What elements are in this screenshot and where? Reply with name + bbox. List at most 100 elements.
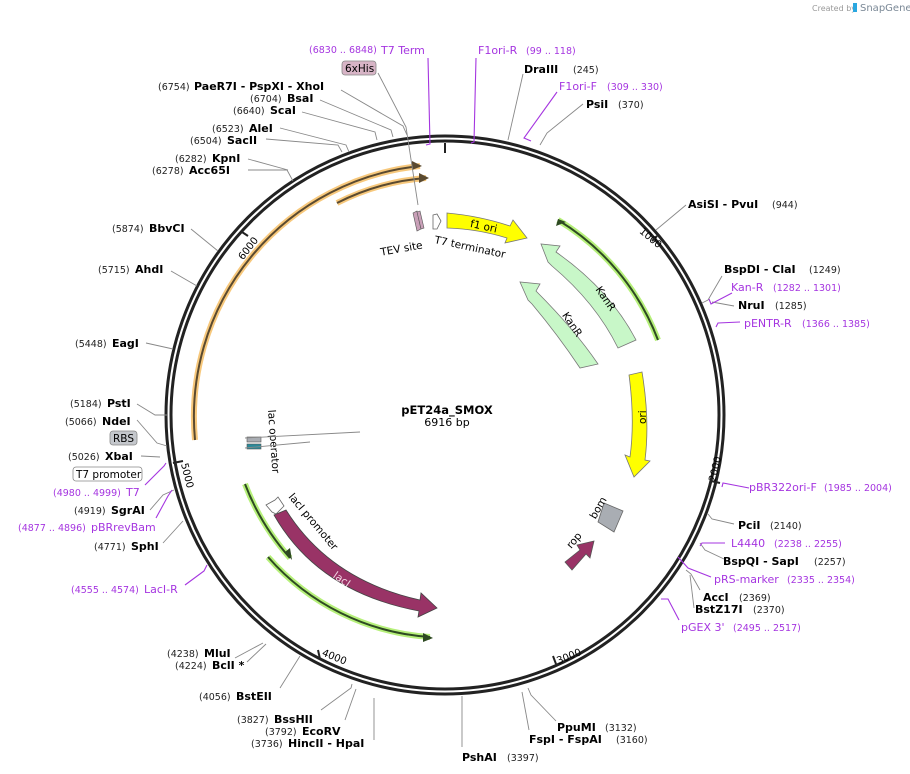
enzyme-ecorv[interactable]: EcoRV — [302, 725, 341, 738]
enzyme-pvui[interactable]: AsiSI - PvuI — [688, 198, 758, 211]
feature-laci: lacI — [273, 509, 438, 618]
enzyme-ndei[interactable]: NdeI — [102, 415, 131, 428]
labels-upper-left: (6754) PaeR7I - PspXI - XhoI (6704) BsaI… — [75, 80, 324, 350]
primer-range-kan-r: (1282 .. 1301) — [773, 283, 841, 294]
enzyme-pos-sacii: (6504) — [190, 136, 222, 147]
tick-2000: 2000 — [708, 455, 725, 482]
primer-range-l4440: (2238 .. 2255) — [774, 539, 842, 550]
primer-label-t7[interactable]: T7 — [125, 486, 140, 499]
enzyme-bstz17i[interactable]: BstZ17I — [695, 603, 743, 616]
primer-range-t7: (4980 .. 4999) — [53, 488, 121, 499]
enzyme-nrui[interactable]: NruI — [738, 299, 765, 312]
credit-prefix: Created by — [812, 4, 856, 13]
enzyme-pos-pcii: (2140) — [770, 521, 802, 532]
enzyme-sapi[interactable]: BspQI - SapI — [723, 555, 799, 568]
enzyme-pos-pvui: (944) — [772, 200, 798, 211]
enzyme-pos-bsai: (6704) — [250, 94, 282, 105]
enzyme-sgrai[interactable]: SgrAI — [111, 504, 145, 517]
enzyme-bsai[interactable]: BsaI — [287, 92, 313, 105]
enzyme-acci[interactable]: AccI — [703, 591, 729, 604]
enzyme-pshai[interactable]: PshAI — [462, 751, 497, 764]
feature-lac-operator: lac operator — [246, 409, 281, 474]
enzyme-leaders — [136, 72, 735, 747]
primer-leaders — [144, 57, 750, 621]
plasmid-name: pET24a_SMOX — [401, 403, 493, 418]
primer-label-pbr322ori-f[interactable]: pBR322ori-F — [749, 481, 817, 494]
credit-brand: SnapGene — [860, 3, 910, 14]
enzyme-fspai[interactable]: FspI - FspAI — [529, 733, 602, 746]
labels-right: AsiSI - PvuI (944) BspDI - ClaI (1249) K… — [681, 198, 892, 634]
enzyme-pos-sphi: (4771) — [94, 542, 126, 553]
feature-bom: bom — [588, 495, 624, 533]
enzyme-pos-ndei: (5066) — [65, 417, 97, 428]
primer-label-kan-r[interactable]: Kan-R — [731, 281, 764, 294]
enzyme-acc65i[interactable]: Acc65I — [189, 164, 230, 177]
enzyme-hpai[interactable]: HincII - HpaI — [288, 737, 364, 750]
primer-range-pbrrevbam: (4877 .. 4896) — [18, 523, 86, 534]
primer-label-l4440[interactable]: L4440 — [731, 537, 765, 550]
enzyme-scai[interactable]: ScaI — [270, 104, 296, 117]
enzyme-pos-draiii: (245) — [573, 65, 599, 76]
enzyme-pos-clai: (1249) — [809, 265, 841, 276]
labels-bottom-right: PpuMI (3132) FspI - FspAI (3160) PshAI (… — [462, 721, 648, 764]
enzyme-mlui[interactable]: MluI — [204, 647, 231, 660]
enzyme-pcii[interactable]: PciI — [738, 519, 760, 532]
enzyme-xhoi[interactable]: PaeR7I - PspXI - XhoI — [194, 80, 324, 93]
labels-bottom-left: (4238) MluI (4224) BclI * (4056) BstEII … — [167, 647, 364, 750]
enzyme-bsteii[interactable]: BstEII — [236, 690, 272, 703]
enzyme-pos-xhoi: (6754) — [158, 82, 190, 93]
primer-label-pgex3[interactable]: pGEX 3' — [681, 621, 725, 634]
enzyme-pos-ppumi: (3132) — [605, 723, 637, 734]
primer-label-f1ori-r[interactable]: F1ori-R — [478, 44, 518, 57]
his-tag-label[interactable]: 6xHis — [345, 63, 374, 75]
enzyme-pos-kpni: (6282) — [175, 154, 207, 165]
enzyme-xbai[interactable]: XbaI — [105, 450, 133, 463]
enzyme-bbvci[interactable]: BbvCI — [149, 222, 185, 235]
enzyme-pos-pshai: (3397) — [507, 753, 539, 764]
his-tag-box — [341, 60, 377, 76]
enzyme-bsshii[interactable]: BssHII — [274, 713, 313, 726]
primer-label-pentr-r[interactable]: pENTR-R — [744, 317, 792, 330]
primer-range-pentr-r: (1366 .. 1385) — [802, 319, 870, 330]
enzyme-pos-sapi: (2257) — [814, 557, 846, 568]
enzyme-sacii[interactable]: SacII — [227, 134, 257, 147]
primer-range-laci-r: (4555 .. 4574) — [71, 585, 139, 596]
enzyme-pos-nrui: (1285) — [775, 301, 807, 312]
snapgene-logo-icon — [853, 3, 857, 12]
enzyme-ppumi[interactable]: PpuMI — [557, 721, 596, 734]
orf-orange — [190, 161, 429, 441]
primer-range-prs-marker: (2335 .. 2354) — [787, 575, 855, 586]
enzyme-ahdi[interactable]: AhdI — [135, 263, 163, 276]
t7-promoter-label[interactable]: T7 promoter — [75, 469, 142, 481]
feature-label-lac-operator: lac operator — [265, 409, 281, 474]
enzyme-pos-eagi: (5448) — [75, 339, 107, 350]
enzyme-pos-psii: (370) — [618, 100, 644, 111]
rbs-label[interactable]: RBS — [113, 433, 134, 445]
enzyme-eagi[interactable]: EagI — [112, 337, 139, 350]
enzyme-kpni[interactable]: KpnI — [212, 152, 240, 165]
primer-label-t7-term[interactable]: T7 Term — [380, 44, 425, 57]
enzyme-pos-acci: (2369) — [739, 593, 771, 604]
enzyme-sphi[interactable]: SphI — [131, 540, 159, 553]
enzyme-bcli[interactable]: BclI * — [212, 659, 245, 672]
primer-label-pbrrevbam[interactable]: pBRrevBam — [91, 521, 156, 534]
enzyme-pos-fspai: (3160) — [616, 735, 648, 746]
enzyme-pos-bstz17i: (2370) — [753, 605, 785, 616]
rbs-box — [109, 430, 138, 446]
enzyme-pos-bsteii: (4056) — [199, 692, 231, 703]
labels-left: (5184) PstI (5066) NdeI RBS (5026) XbaI … — [18, 397, 178, 596]
enzyme-clai[interactable]: BspDI - ClaI — [724, 263, 796, 276]
enzyme-pos-alei: (6523) — [212, 124, 244, 135]
primer-label-f1ori-f[interactable]: F1ori-F — [559, 80, 597, 93]
enzyme-alei[interactable]: AleI — [249, 122, 273, 135]
feature-rop: rop — [564, 530, 595, 571]
enzyme-pos-bbvci: (5874) — [112, 224, 144, 235]
enzyme-pos-acc65i: (6278) — [152, 166, 184, 177]
primer-label-prs-marker[interactable]: pRS-marker — [714, 573, 779, 586]
enzyme-psii[interactable]: PsiI — [586, 98, 608, 111]
enzyme-psti[interactable]: PstI — [107, 397, 131, 410]
primer-label-laci-r[interactable]: LacI-R — [144, 583, 178, 596]
enzyme-draiii[interactable]: DraIII — [524, 63, 558, 76]
feature-label-f1-ori: f1 ori — [469, 218, 498, 235]
